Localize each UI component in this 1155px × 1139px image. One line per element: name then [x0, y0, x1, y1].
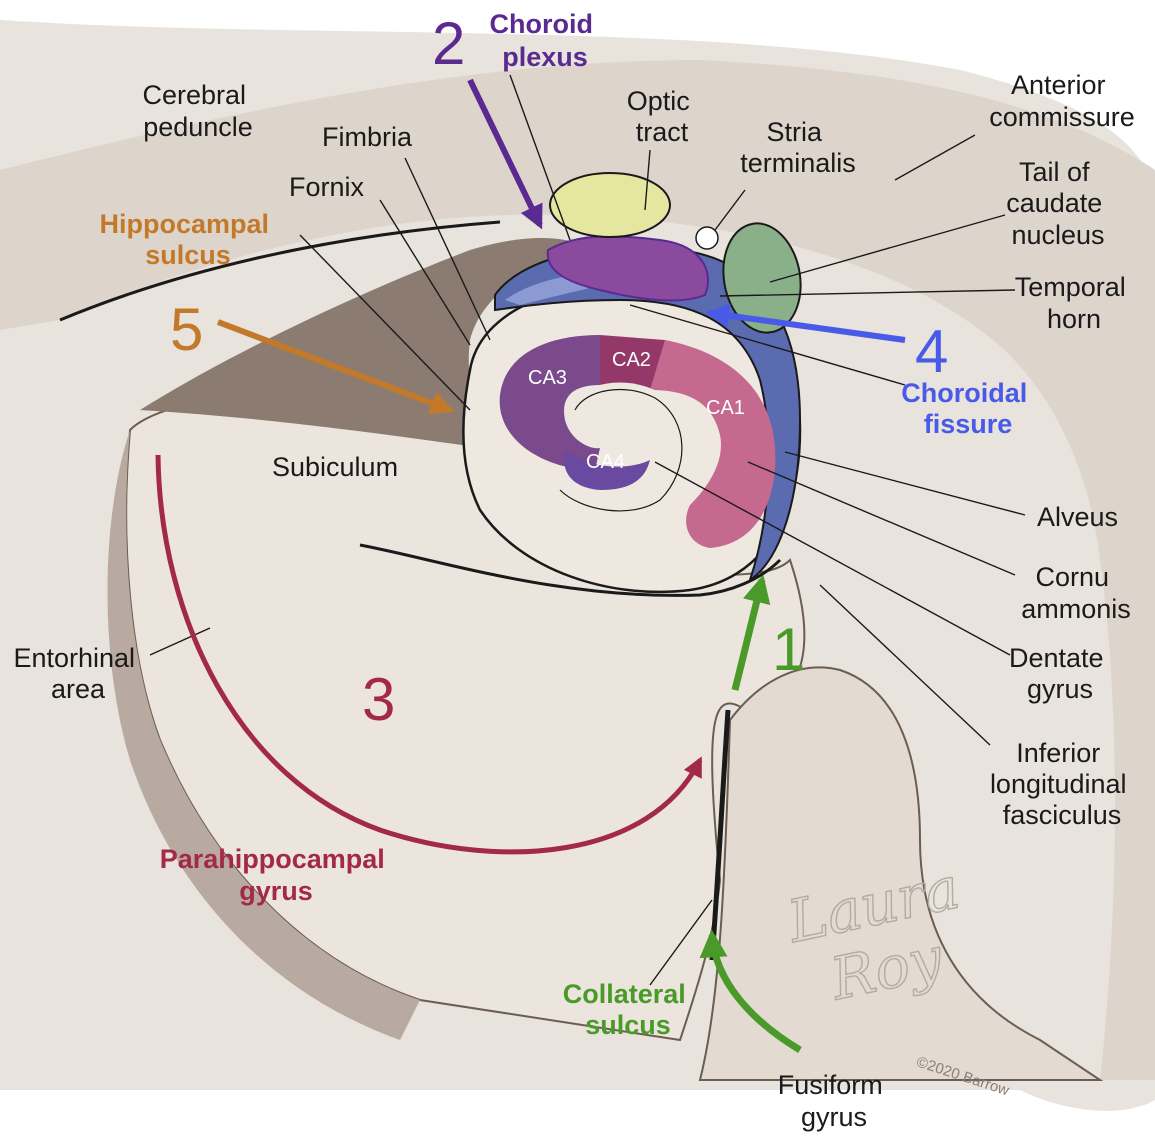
optic-tract-region [550, 173, 670, 237]
alveus-label: Alveus [1037, 502, 1118, 532]
stria-terminalis-dot [696, 227, 718, 249]
fimbria-label: Fimbria [322, 122, 413, 152]
ca2-label: CA2 [612, 349, 651, 371]
optic-tract-label: Optic tract [627, 86, 698, 147]
route-5-number: 5 [170, 296, 203, 363]
fusiform-gyrus-label: Fusiform gyrus [778, 1070, 891, 1132]
subiculum-label: Subiculum [272, 452, 398, 482]
route-3-number: 3 [362, 666, 395, 733]
ca4-label: CA4 [586, 451, 625, 473]
route-4-number: 4 [915, 318, 948, 385]
route-2-number: 2 [432, 10, 465, 77]
tail-of-caudate-label: Tail of caudate nucleus [1006, 157, 1110, 250]
fornix-label: Fornix [289, 172, 365, 202]
ca1-label: CA1 [706, 397, 745, 419]
ca3-label: CA3 [528, 367, 567, 389]
route-1-number: 1 [772, 616, 805, 683]
